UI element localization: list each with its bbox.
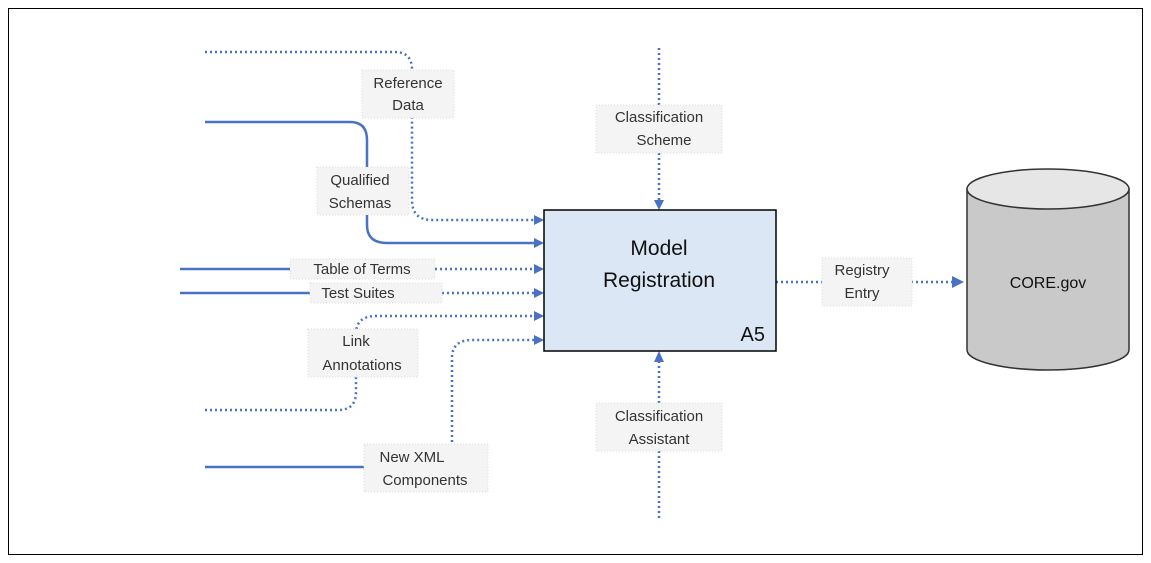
label-table-of-terms-bg xyxy=(289,258,436,280)
label-reference-data: Reference Data xyxy=(361,69,455,119)
arrowhead-new-xml-components xyxy=(534,335,544,345)
arrowhead-table-of-terms xyxy=(534,264,544,274)
label-qualified-schemas-bg xyxy=(316,166,410,216)
label-new-xml-components: New XML Components xyxy=(363,443,489,493)
process-title-line2: Registration xyxy=(603,269,715,292)
label-registry-entry-line2: Entry xyxy=(844,285,880,302)
label-registry-entry-line1: Registry xyxy=(834,262,890,279)
label-registry-entry: Registry Entry xyxy=(821,257,913,307)
label-classification-assistant-bg xyxy=(595,402,723,452)
arrowhead-reference-data xyxy=(534,215,544,225)
arrowhead-test-suites xyxy=(534,288,544,298)
label-classification-scheme-line1: Classification xyxy=(615,109,703,126)
label-classification-assistant-line2: Assistant xyxy=(629,431,691,448)
label-qualified-schemas-line1: Qualified xyxy=(330,172,389,189)
arrowhead-registry-entry xyxy=(952,276,964,288)
label-link-annotations-line1: Link xyxy=(342,333,370,350)
label-classification-scheme-bg xyxy=(595,104,723,154)
process-title-line1: Model xyxy=(630,237,687,260)
label-test-suites: Test Suites xyxy=(309,282,443,304)
label-new-xml-components-line1: New XML xyxy=(379,449,444,466)
label-test-suites-text: Test Suites xyxy=(321,285,394,302)
arrowhead-classification-scheme xyxy=(654,200,664,210)
label-table-of-terms: Table of Terms xyxy=(289,258,436,280)
label-classification-assistant-line1: Classification xyxy=(615,408,703,425)
datastore-body xyxy=(966,188,1130,371)
label-reference-data-line2: Data xyxy=(392,97,424,114)
arrowhead-classification-assistant xyxy=(654,351,664,362)
label-link-annotations-bg xyxy=(307,328,419,378)
datastore-label: CORE.gov xyxy=(1010,275,1086,292)
label-test-suites-bg xyxy=(309,282,443,304)
label-reference-data-bg xyxy=(361,69,455,119)
label-new-xml-components-bg xyxy=(363,443,489,493)
label-qualified-schemas: Qualified Schemas xyxy=(316,166,410,216)
label-table-of-terms-text: Table of Terms xyxy=(313,261,410,278)
label-link-annotations: Link Annotations xyxy=(307,328,419,378)
label-registry-entry-bg xyxy=(821,257,913,307)
label-new-xml-components-line2: Components xyxy=(382,472,467,489)
datastore-core-gov: CORE.gov xyxy=(966,168,1130,371)
label-classification-assistant: Classification Assistant xyxy=(595,402,723,452)
process-box: Model Registration A5 xyxy=(543,209,777,352)
label-classification-scheme-line2: Scheme xyxy=(636,132,691,149)
datastore-top xyxy=(966,168,1130,210)
label-link-annotations-line2: Annotations xyxy=(322,357,401,374)
label-qualified-schemas-line2: Schemas xyxy=(329,195,392,212)
process-box-rect xyxy=(543,209,777,352)
arrowhead-link-annotations xyxy=(534,311,544,321)
process-code: A5 xyxy=(741,324,765,346)
arrowhead-qualified-schemas xyxy=(534,238,544,248)
label-reference-data-line1: Reference xyxy=(373,75,442,92)
flow-reference-data xyxy=(205,50,534,222)
label-classification-scheme: Classification Scheme xyxy=(595,104,723,154)
